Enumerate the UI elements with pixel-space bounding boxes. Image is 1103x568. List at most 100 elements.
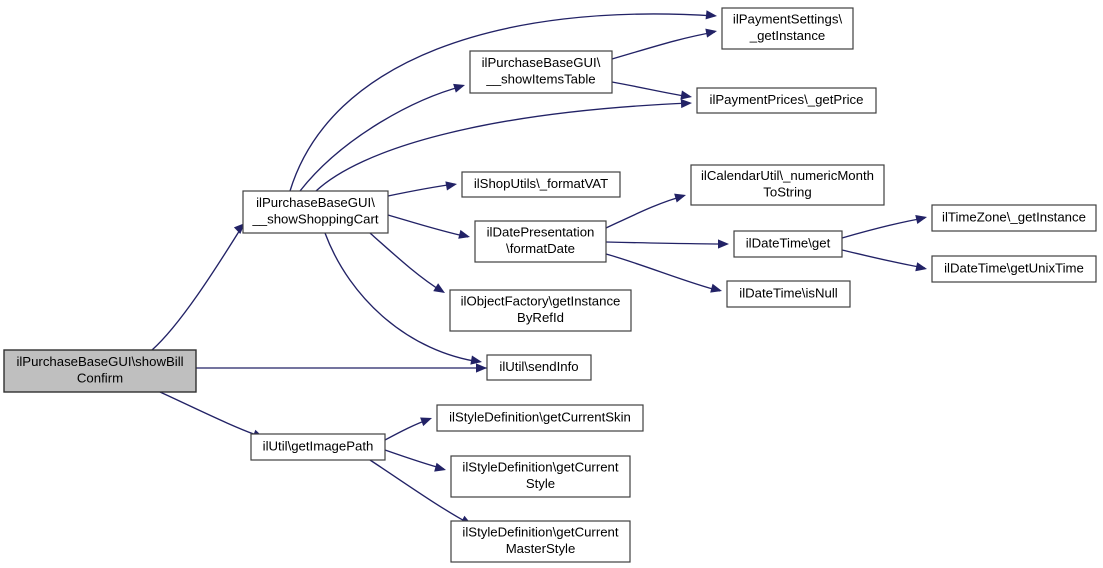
edge-showBillConfirm-to-utilSendInfo bbox=[196, 363, 487, 373]
node-box[interactable] bbox=[461, 171, 621, 198]
node-label-line: MasterStyle bbox=[506, 541, 576, 556]
edge-line bbox=[324, 232, 481, 363]
node-label-line: ilDatePresentation bbox=[487, 225, 595, 240]
edge-showItemsTable-to-paymentSettingsGetInstance bbox=[611, 28, 717, 60]
edge-utilGetImagePath-to-styleDefinitionGetCurrentSkin bbox=[384, 417, 432, 441]
node-label-line: __showItemsTable bbox=[485, 72, 595, 87]
node-label-line: ilShopUtils\_formatVAT bbox=[474, 176, 608, 191]
node-box[interactable] bbox=[696, 87, 877, 114]
node-box[interactable] bbox=[474, 220, 607, 263]
node-paymentSettingsGetInstance[interactable]: ilPaymentSettings\_getInstance bbox=[721, 7, 854, 50]
edge-showShoppingCart-to-paymentPricesGetPrice bbox=[315, 98, 692, 192]
arrowhead-icon bbox=[445, 181, 457, 191]
node-showShoppingCart[interactable]: ilPurchaseBaseGUI\ __showShoppingCart bbox=[242, 190, 389, 234]
node-box[interactable] bbox=[242, 190, 389, 234]
node-label-line: ilCalendarUtil\_numericMonth bbox=[701, 168, 874, 183]
edge-datePresentationFormatDate-to-dateTimeIsNull bbox=[605, 253, 722, 293]
node-box[interactable] bbox=[690, 164, 885, 206]
node-label-line: ilPaymentPrices\_getPrice bbox=[710, 92, 864, 107]
edge-showShoppingCart-to-datePresentationFormatDate bbox=[387, 214, 470, 239]
node-box[interactable] bbox=[931, 204, 1097, 232]
edge-line bbox=[384, 449, 445, 470]
node-utilSendInfo[interactable]: ilUtil\sendInfo bbox=[486, 354, 592, 381]
node-label-line: Style bbox=[526, 476, 555, 491]
node-dateTimeGet[interactable]: ilDateTime\get bbox=[733, 230, 843, 258]
edge-line bbox=[605, 195, 685, 229]
node-box[interactable] bbox=[733, 230, 843, 258]
node-label-line: ilPaymentSettings\ bbox=[733, 12, 843, 27]
node-label-line: ilPurchaseBaseGUI\ bbox=[256, 195, 375, 210]
node-box[interactable] bbox=[250, 433, 386, 461]
node-box[interactable] bbox=[726, 280, 851, 308]
edge-datePresentationFormatDate-to-calendarUtilNumericMonthToString bbox=[605, 193, 686, 229]
node-box[interactable] bbox=[931, 255, 1097, 283]
arrowhead-icon bbox=[476, 363, 487, 373]
node-label-line: ilDateTime\get bbox=[746, 235, 831, 250]
arrowhead-icon bbox=[434, 462, 446, 472]
edge-showShoppingCart-to-utilSendInfo bbox=[324, 232, 482, 365]
arrowhead-icon bbox=[718, 239, 729, 249]
arrowhead-icon bbox=[705, 28, 717, 38]
edge-line bbox=[369, 459, 471, 525]
arrowhead-icon bbox=[458, 229, 470, 239]
edge-line bbox=[605, 241, 728, 245]
node-label-line: ilStyleDefinition\getCurrent bbox=[462, 460, 618, 475]
node-label-line: ilObjectFactory\getInstance bbox=[461, 294, 621, 309]
node-label-line: ilStyleDefinition\getCurrent bbox=[462, 525, 618, 540]
edge-line bbox=[611, 81, 691, 98]
edge-line bbox=[289, 13, 716, 192]
node-label-line: ilStyleDefinition\getCurrentSkin bbox=[449, 409, 631, 424]
node-shopUtilsFormatVAT[interactable]: ilShopUtils\_formatVAT bbox=[461, 171, 621, 198]
edge-datePresentationFormatDate-to-dateTimeGet bbox=[605, 239, 729, 249]
arrowhead-icon bbox=[453, 83, 465, 93]
node-label-line: ToString bbox=[763, 185, 811, 200]
node-utilGetImagePath[interactable]: ilUtil\getImagePath bbox=[250, 433, 386, 461]
node-dateTimeIsNull[interactable]: ilDateTime\isNull bbox=[726, 280, 851, 308]
edge-showShoppingCart-to-paymentSettingsGetInstance bbox=[289, 10, 717, 192]
node-label-line: ilPurchaseBaseGUI\ bbox=[482, 55, 601, 70]
node-layer: ilPurchaseBaseGUI\showBillConfirmilPurch… bbox=[3, 7, 1097, 563]
arrowhead-icon bbox=[680, 98, 692, 109]
edge-layer bbox=[151, 10, 927, 525]
node-timeZoneGetInstance[interactable]: ilTimeZone\_getInstance bbox=[931, 204, 1097, 232]
node-label-line: ilTimeZone\_getInstance bbox=[942, 209, 1086, 224]
node-label-line: ilUtil\getImagePath bbox=[263, 438, 374, 453]
arrowhead-icon bbox=[705, 10, 717, 20]
edge-line bbox=[841, 217, 926, 239]
node-label-line: _getInstance bbox=[749, 28, 826, 43]
node-box[interactable] bbox=[721, 7, 854, 50]
node-box[interactable] bbox=[450, 520, 631, 563]
arrowhead-icon bbox=[680, 90, 692, 100]
edge-showShoppingCart-to-objectFactoryGetInstanceByRefId bbox=[369, 232, 445, 293]
node-paymentPricesGetPrice[interactable]: ilPaymentPrices\_getPrice bbox=[696, 87, 877, 114]
node-label-line: ilUtil\sendInfo bbox=[499, 359, 578, 374]
edge-dateTimeGet-to-dateTimeGetUnixTime bbox=[841, 249, 927, 272]
node-showItemsTable[interactable]: ilPurchaseBaseGUI\ __showItemsTable bbox=[469, 50, 613, 94]
edge-showItemsTable-to-paymentPricesGetPrice bbox=[611, 81, 692, 100]
arrowhead-icon bbox=[433, 283, 445, 293]
node-styleDefinitionGetCurrentSkin[interactable]: ilStyleDefinition\getCurrentSkin bbox=[436, 404, 644, 432]
node-box[interactable] bbox=[436, 404, 644, 432]
node-label-line: ilPurchaseBaseGUI\showBill bbox=[16, 354, 183, 369]
edge-showBillConfirm-to-showShoppingCart bbox=[151, 223, 245, 351]
node-label-line: __showShoppingCart bbox=[251, 212, 378, 227]
node-box[interactable] bbox=[469, 50, 613, 94]
arrowhead-icon bbox=[420, 417, 432, 427]
arrowhead-icon bbox=[710, 283, 722, 293]
node-datePresentationFormatDate[interactable]: ilDatePresentation\formatDate bbox=[474, 220, 607, 263]
node-box[interactable] bbox=[449, 289, 632, 332]
edge-line bbox=[387, 214, 469, 238]
edge-dateTimeGet-to-timeZoneGetInstance bbox=[841, 214, 927, 239]
node-box[interactable] bbox=[486, 354, 592, 381]
node-box[interactable] bbox=[3, 349, 197, 393]
edge-showShoppingCart-to-showItemsTable bbox=[299, 83, 465, 192]
node-box[interactable] bbox=[450, 455, 631, 498]
node-dateTimeGetUnixTime[interactable]: ilDateTime\getUnixTime bbox=[931, 255, 1097, 283]
